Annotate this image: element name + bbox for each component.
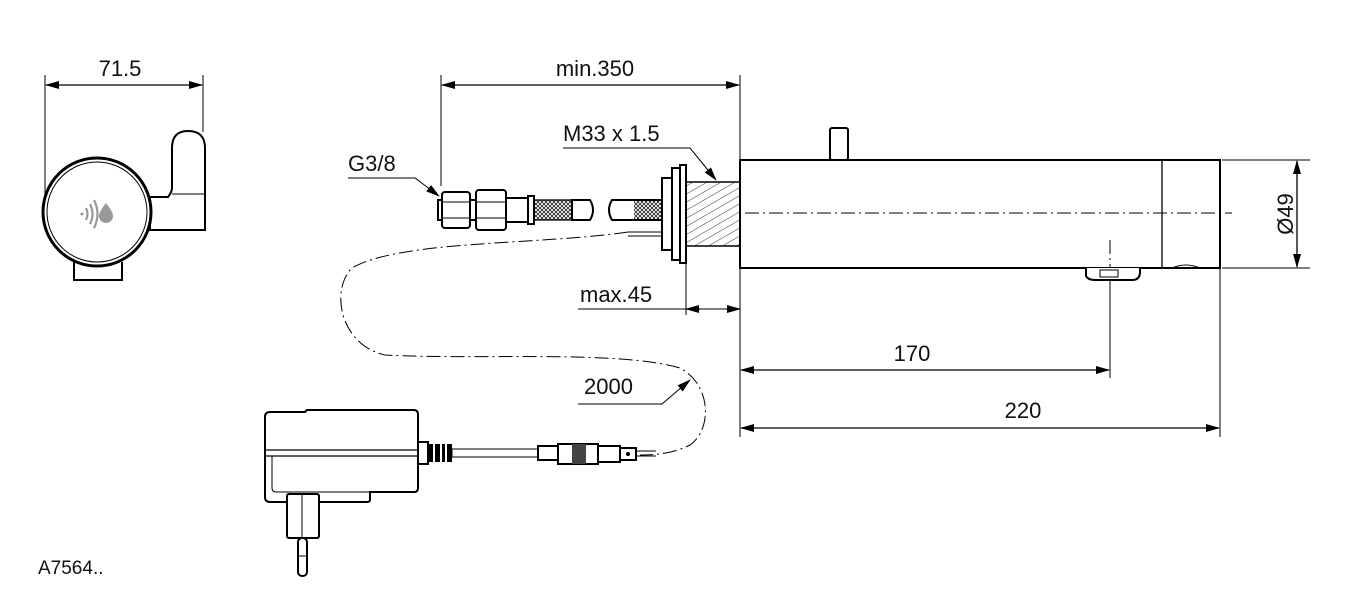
thread-label: M33 x 1.5 — [563, 121, 660, 146]
connection-label: G3/8 — [348, 151, 396, 176]
lever — [149, 129, 206, 231]
base-foot — [73, 262, 123, 281]
power-adapter — [264, 409, 656, 577]
mounting-thread — [661, 164, 741, 315]
width-dimension-label: 71.5 — [99, 56, 142, 81]
plug — [286, 493, 320, 539]
sensor-distance-label: 170 — [894, 341, 931, 366]
max-thickness-label: max.45 — [580, 282, 652, 307]
min-length-label: min.350 — [556, 56, 634, 81]
cable-length-label: 2000 — [584, 374, 633, 399]
sensor-water-icon — [80, 199, 113, 229]
power-cable-path — [340, 231, 706, 456]
top-pin — [829, 127, 849, 161]
side-view: 71.5 — [41, 56, 206, 281]
spout — [739, 127, 1232, 281]
supply-hose — [437, 189, 663, 237]
total-length-label: 220 — [1005, 398, 1042, 423]
model-number: A7564.. — [38, 558, 104, 579]
spout-body — [739, 159, 1221, 269]
plug-pin — [297, 537, 308, 577]
diameter-label: Ø49 — [1273, 193, 1298, 235]
